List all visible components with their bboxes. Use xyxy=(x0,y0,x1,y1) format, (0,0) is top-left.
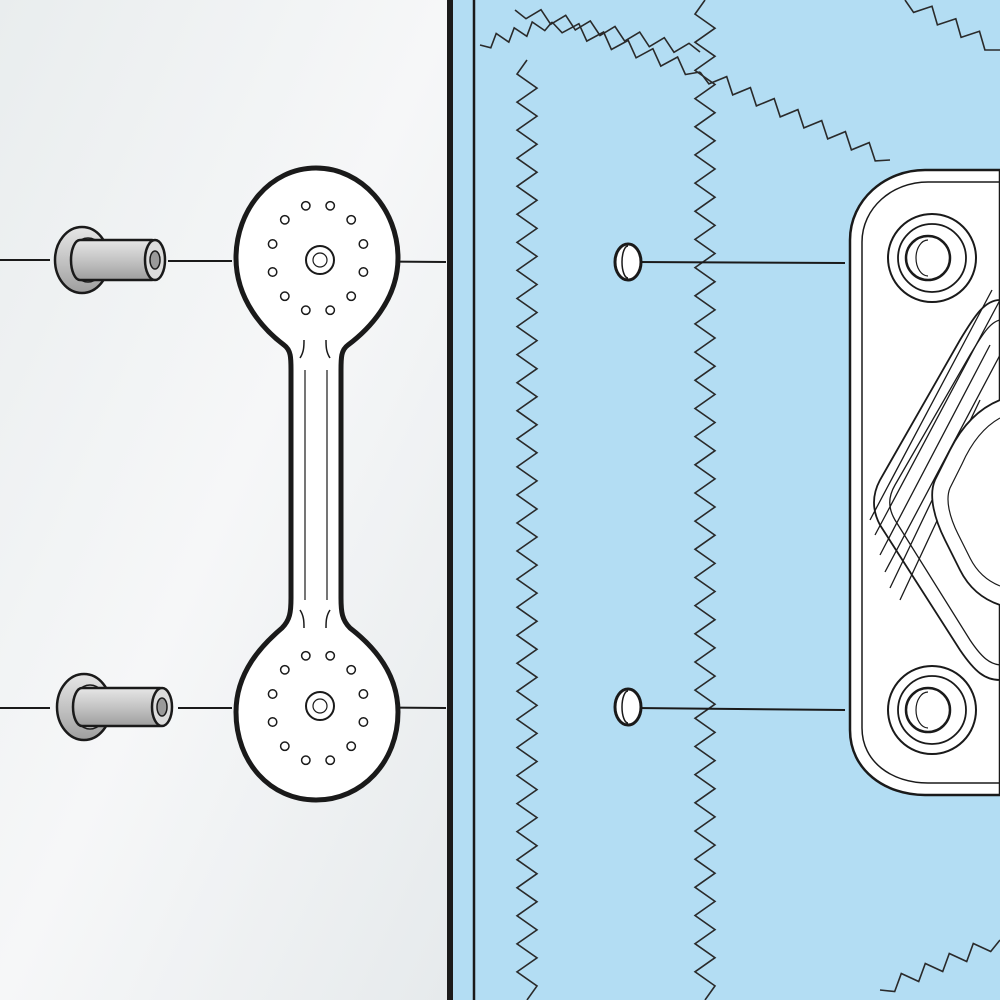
fairlead-fitting xyxy=(848,168,1000,797)
perforation-hole xyxy=(300,755,311,766)
leader-line-bottom xyxy=(631,707,846,711)
perforation-hole xyxy=(300,305,311,316)
perforation-hole xyxy=(300,650,311,661)
perforation-hole xyxy=(279,214,290,225)
perforation-hole xyxy=(346,291,357,302)
stitch-line xyxy=(515,59,539,1000)
perforation-hole xyxy=(325,200,336,211)
plate-hole-bottom xyxy=(305,691,335,721)
stitch-line xyxy=(879,939,1000,993)
perforation-hole xyxy=(267,717,278,727)
perforation-hole xyxy=(358,717,369,727)
stitch-line xyxy=(904,0,1000,51)
rivet-top xyxy=(53,225,167,295)
rivet-hole-bottom xyxy=(613,687,643,727)
leader-line-top xyxy=(631,261,846,264)
perforation-hole xyxy=(358,267,369,277)
perforation-hole xyxy=(346,214,357,225)
plate-hole-top xyxy=(305,245,335,275)
perforation-hole xyxy=(346,741,357,752)
perforation-hole xyxy=(325,755,336,766)
rivet-hole-top xyxy=(613,242,643,282)
perforation-hole xyxy=(267,267,278,277)
rivet-bottom xyxy=(55,672,174,742)
perforation-hole xyxy=(300,200,311,211)
zigzag-stitching xyxy=(479,0,1000,1000)
perforation-hole xyxy=(279,291,290,302)
perforation-hole xyxy=(267,239,278,249)
stitch-line xyxy=(699,71,891,162)
perforation-ring-bottom xyxy=(267,650,369,766)
perforation-hole xyxy=(279,664,290,675)
stitch-line xyxy=(693,0,717,1000)
perforation-ring-top xyxy=(267,200,369,316)
perforation-hole xyxy=(325,650,336,661)
backing-plate xyxy=(233,165,401,803)
perforation-hole xyxy=(358,689,369,699)
stitch-line xyxy=(479,20,553,49)
stitch-line xyxy=(514,8,701,54)
perforation-hole xyxy=(358,239,369,249)
perforation-hole xyxy=(279,741,290,752)
perforation-hole xyxy=(267,689,278,699)
stitch-line xyxy=(551,21,701,76)
perforation-hole xyxy=(325,305,336,316)
perforation-hole xyxy=(346,664,357,675)
left-background xyxy=(0,0,450,1000)
